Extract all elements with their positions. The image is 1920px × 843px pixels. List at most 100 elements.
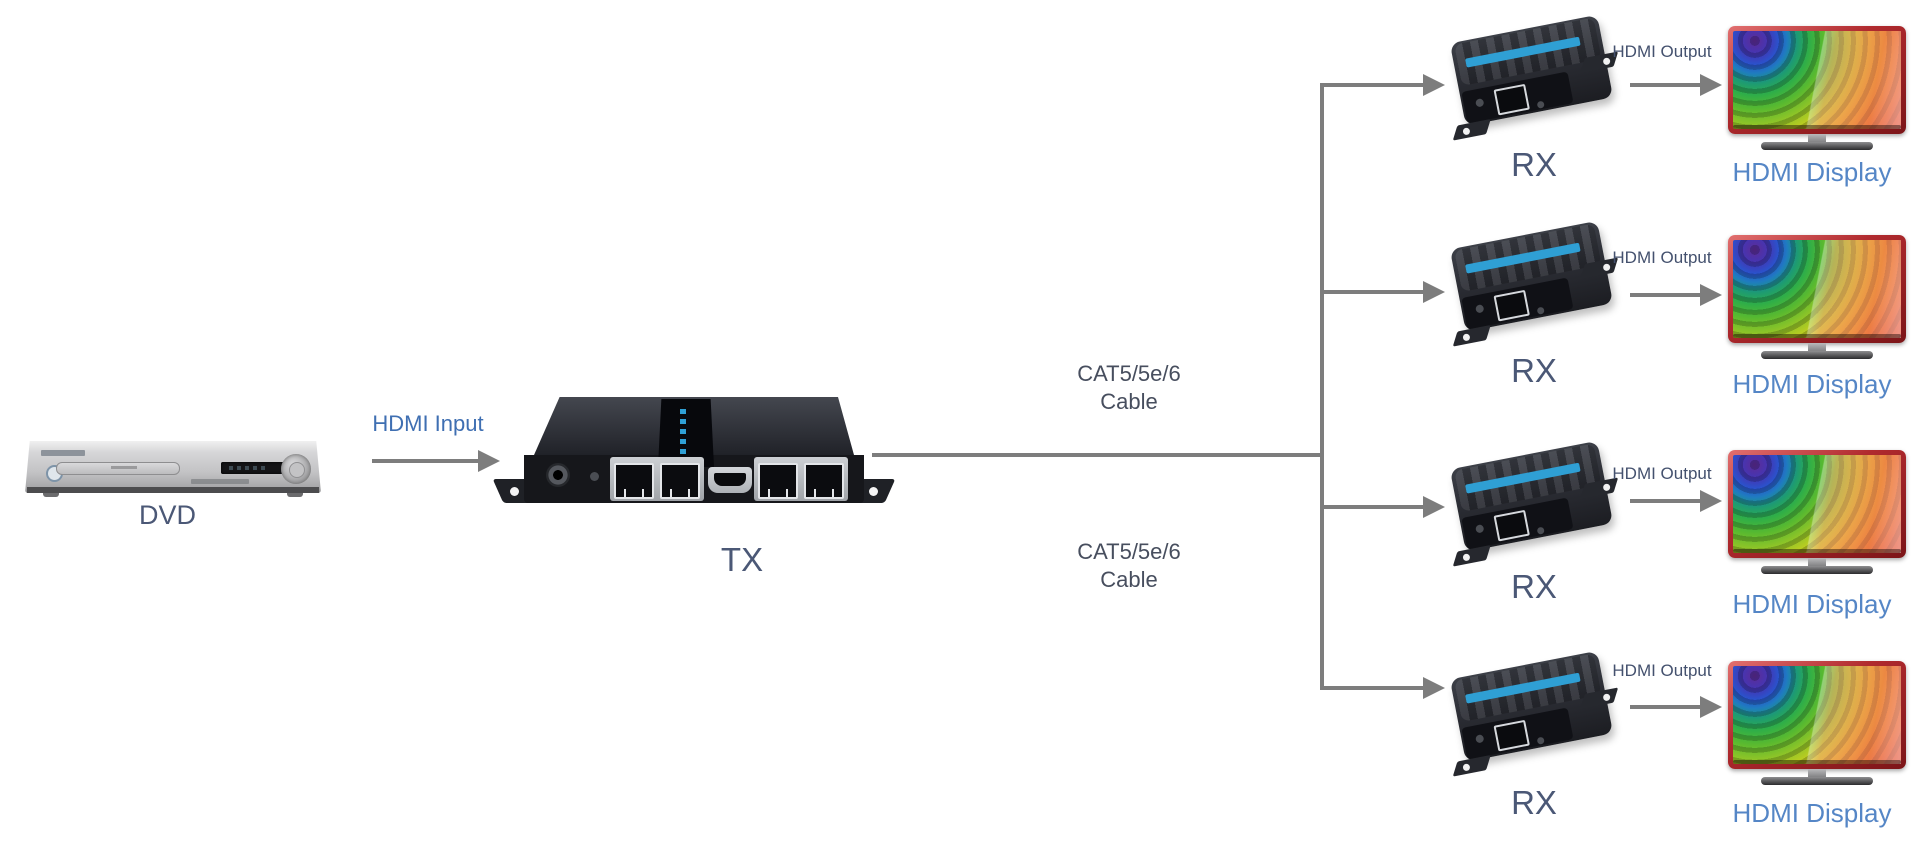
hdmi-display-label: HDMI Display: [1732, 157, 1892, 187]
arrow-head: [1423, 74, 1445, 96]
rx-rotated-body: [1437, 205, 1630, 363]
arrow-head: [478, 450, 500, 472]
tx-device-image: [492, 393, 896, 511]
dvd-foot: [287, 493, 303, 497]
cable-line-main: [872, 453, 1322, 457]
monitor-stand-base: [1761, 566, 1873, 574]
arrow-right-icon: [1630, 73, 1722, 97]
rx-rotated-body: [1437, 635, 1630, 793]
arrow-shaft: [1630, 705, 1700, 709]
cable-label-line2: Cable: [1100, 567, 1158, 592]
arrow-right-icon: [1630, 489, 1722, 513]
monitor-chin: [1733, 334, 1901, 338]
rx-device-image: [1448, 650, 1620, 778]
arrow-right-icon: [1630, 695, 1722, 719]
monitor-chin: [1733, 760, 1901, 764]
monitor-glass-reflection: [1733, 31, 1901, 129]
dvd-player-image: [25, 441, 321, 497]
hdmi-display-label: HDMI Display: [1732, 798, 1892, 828]
arrow-right-icon: [1630, 283, 1722, 307]
hdmi-display-image: [1728, 661, 1906, 787]
monitor-stand-neck: [1808, 769, 1826, 778]
arrow-head: [1700, 490, 1722, 512]
dvd-foot: [43, 493, 59, 497]
rx-mounting-flange-left: [1452, 545, 1491, 567]
arrow-head: [1700, 74, 1722, 96]
arrow-shaft: [372, 459, 478, 463]
monitor-stand-neck: [1808, 134, 1826, 143]
dvd-label: DVD: [138, 500, 196, 530]
tx-screw-hole-left: [510, 487, 519, 496]
dvd-display-segments: [229, 466, 269, 470]
rx-device-image: [1448, 220, 1620, 348]
tx-rj45-port-group-1: [610, 457, 704, 501]
tx-brand-badge: [658, 399, 714, 467]
rx-label: RX: [1511, 146, 1557, 183]
arrow-shaft: [1320, 290, 1423, 294]
rx-label: RX: [1511, 568, 1557, 605]
rj45-port: [614, 463, 654, 499]
arrow-shaft: [1320, 83, 1423, 87]
arrow-shaft: [1320, 505, 1423, 509]
arrow-shaft: [1630, 293, 1700, 297]
monitor-chin: [1733, 549, 1901, 553]
monitor-glass-reflection: [1733, 666, 1901, 764]
cable-label-line1: CAT5/5e/6: [1077, 539, 1181, 564]
monitor-stand-base: [1761, 777, 1873, 785]
arrow-right-icon: [1320, 73, 1445, 97]
arrow-head: [1700, 284, 1722, 306]
rx-device-image: [1448, 14, 1620, 142]
arrow-right-icon: [1320, 676, 1445, 700]
hdmi-display-label: HDMI Display: [1732, 589, 1892, 619]
hdmi-output-label: HDMI Output: [1612, 661, 1712, 680]
monitor-chin: [1733, 125, 1901, 129]
monitor-glass-reflection: [1733, 455, 1901, 553]
monitor-stand-base: [1761, 351, 1873, 359]
rx-label: RX: [1511, 352, 1557, 389]
dvd-logo-marks: [191, 479, 249, 484]
arrow-shaft: [1320, 686, 1423, 690]
monitor-glass-reflection: [1733, 240, 1901, 338]
rj45-port: [660, 463, 700, 499]
rx-mounting-flange-left: [1452, 325, 1491, 347]
arrow-shaft: [1630, 499, 1700, 503]
rx-rotated-body: [1437, 0, 1630, 157]
hdmi-display-image: [1728, 450, 1906, 576]
rx-device-image: [1448, 440, 1620, 568]
dvd-tray-slot: [111, 466, 137, 469]
rx-mounting-flange-left: [1452, 119, 1491, 141]
arrow-shaft: [1630, 83, 1700, 87]
hdmi-input-label: HDMI Input: [372, 411, 484, 436]
hdmi-output-label: HDMI Output: [1612, 464, 1712, 483]
tx-brand-text: [680, 409, 686, 455]
monitor-stand-neck: [1808, 558, 1826, 567]
hdmi-display-image: [1728, 235, 1906, 361]
rj45-port: [758, 463, 798, 499]
arrow-head: [1700, 696, 1722, 718]
monitor-stand-neck: [1808, 343, 1826, 352]
hdmi-output-label: HDMI Output: [1612, 42, 1712, 61]
tx-reset-button: [590, 472, 599, 481]
dvd-jog-dial-center: [289, 462, 305, 478]
rx-mounting-flange-left: [1452, 755, 1491, 777]
tx-screw-hole-right: [869, 487, 878, 496]
monitor-stand-base: [1761, 142, 1873, 150]
dvd-bottom-strip: [27, 487, 319, 493]
hdmi-display-image: [1728, 26, 1906, 152]
rj45-port: [804, 463, 844, 499]
tx-label: TX: [720, 541, 764, 578]
cable-label-line1: CAT5/5e/6: [1077, 361, 1181, 386]
rx-rotated-body: [1437, 425, 1630, 583]
arrow-head: [1423, 496, 1445, 518]
hdmi-display-label: HDMI Display: [1732, 369, 1892, 399]
tx-rj45-port-group-2: [754, 457, 848, 501]
arrow-head: [1423, 281, 1445, 303]
cable-label-top: CAT5/5e/6 Cable: [1039, 360, 1219, 416]
tx-hdmi-slot: [714, 473, 746, 486]
hdmi-output-label: HDMI Output: [1612, 248, 1712, 267]
cable-trunk-line: [1320, 83, 1324, 690]
arrow-right-icon: [372, 449, 500, 473]
arrow-right-icon: [1320, 280, 1445, 304]
tx-dc-power-jack: [546, 463, 570, 487]
cable-label-bottom: CAT5/5e/6 Cable: [1039, 538, 1219, 594]
